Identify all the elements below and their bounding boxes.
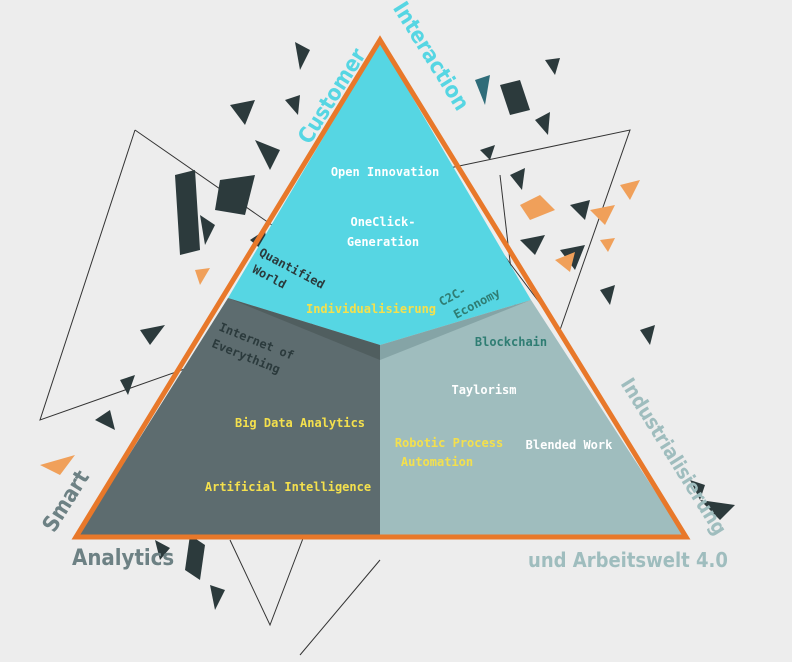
label-open-innovation: Open Innovation: [331, 165, 439, 179]
label-big-data: Big Data Analytics: [235, 416, 365, 430]
shard: [200, 215, 215, 245]
decorative-shards: [40, 42, 735, 610]
side-label-arbeitswelt: und Arbeitswelt 4.0: [528, 548, 728, 572]
side-label-analytics: Analytics: [72, 546, 174, 571]
shard: [600, 285, 615, 305]
shard: [185, 535, 205, 580]
label-ai: Artificial Intelligence: [205, 480, 371, 494]
shard: [475, 75, 490, 105]
shard: [40, 455, 75, 475]
shard: [520, 195, 555, 220]
shard: [590, 205, 615, 225]
shard: [120, 375, 135, 395]
pyramid: [71, 35, 691, 540]
shard: [510, 168, 525, 190]
shard: [520, 235, 545, 255]
shard: [700, 500, 735, 520]
shard: [285, 95, 300, 115]
shard: [555, 252, 575, 272]
shard: [210, 585, 225, 610]
shard: [295, 42, 310, 70]
shard: [195, 268, 210, 285]
left-section: [78, 298, 380, 536]
shard: [480, 145, 495, 160]
shard: [215, 175, 255, 215]
right-section: [380, 300, 684, 536]
label-oneclick-line2: Generation: [347, 235, 419, 249]
label-rpa-line1: Robotic Process: [395, 436, 503, 450]
shard: [95, 410, 115, 430]
label-blockchain: Blockchain: [475, 335, 547, 349]
shard: [570, 200, 590, 220]
label-rpa-line2: Automation: [401, 455, 473, 469]
right-section-labels: Blockchain Taylorism Blended Work Roboti…: [395, 335, 613, 469]
shard: [140, 325, 165, 345]
divider-shadow: [228, 298, 380, 360]
shard: [155, 540, 170, 560]
label-blended-work: Blended Work: [526, 438, 613, 452]
label-individualisierung: Individualisierung: [306, 302, 436, 316]
shard: [230, 100, 255, 125]
label-oneclick-line1: OneClick-: [350, 215, 415, 229]
shard: [535, 112, 550, 135]
shard: [640, 325, 655, 345]
shard: [620, 180, 640, 200]
shard: [545, 58, 560, 75]
shard: [690, 480, 705, 500]
top-section: [228, 42, 531, 345]
shard: [500, 80, 530, 115]
divider-shadow: [380, 300, 531, 360]
label-taylorism: Taylorism: [451, 383, 516, 397]
shard: [600, 238, 615, 252]
shard: [175, 170, 200, 255]
pyramid-border: [71, 35, 691, 540]
shard: [255, 140, 280, 170]
